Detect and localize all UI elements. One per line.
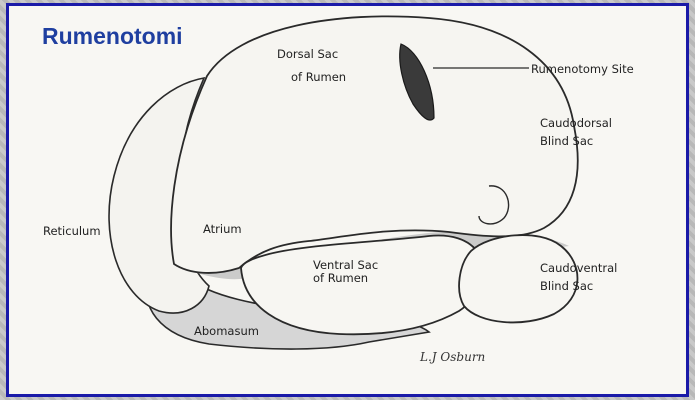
slide-frame: Rumenotomi Dorsal Sac of Rumen Rumenotom…	[6, 3, 689, 397]
label-ventral-sac-line1: Ventral Sac	[313, 258, 378, 272]
label-caudoventral-line2: Blind Sac	[540, 279, 593, 293]
slide-title: Rumenotomi	[42, 23, 183, 50]
label-dorsal-sac-line2: of Rumen	[291, 70, 346, 84]
label-dorsal-sac-line1: Dorsal Sac	[277, 47, 338, 61]
label-rumenotomy-site: Rumenotomy Site	[531, 62, 634, 76]
label-caudodorsal-line1: Caudodorsal	[540, 116, 612, 130]
label-ventral-sac-line2: of Rumen	[313, 271, 368, 285]
label-reticulum: Reticulum	[43, 224, 101, 238]
label-caudodorsal-line2: Blind Sac	[540, 134, 593, 148]
label-abomasum: Abomasum	[194, 324, 259, 338]
artist-signature: L.J Osburn	[420, 350, 485, 364]
label-atrium: Atrium	[203, 222, 242, 236]
label-caudoventral-line1: Caudoventral	[540, 261, 617, 275]
